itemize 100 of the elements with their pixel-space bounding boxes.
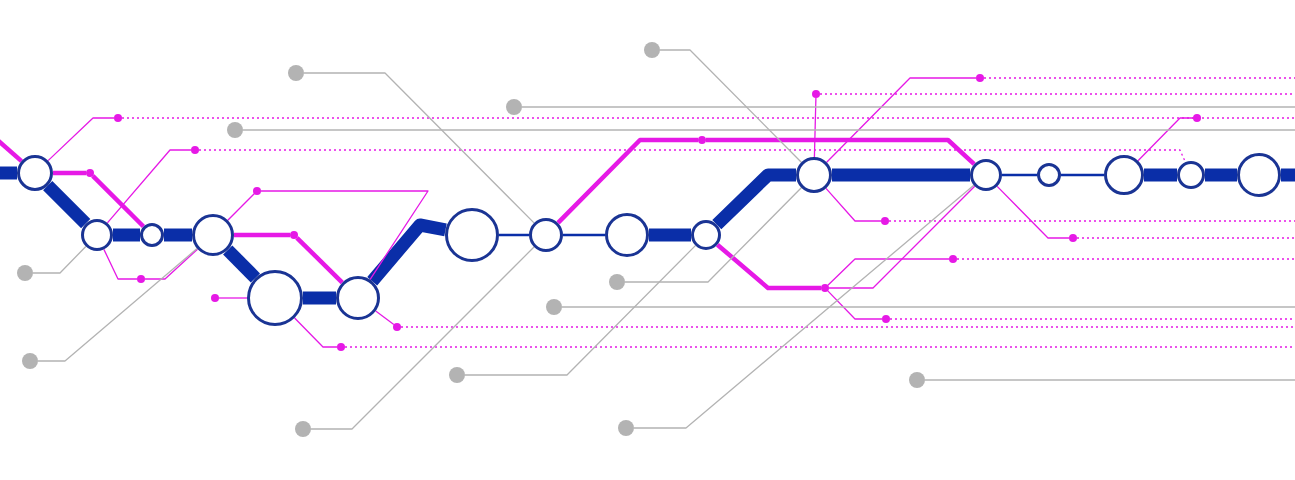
route-line bbox=[164, 228, 192, 242]
station-circle bbox=[81, 219, 113, 251]
junction-dot bbox=[253, 187, 261, 195]
route-line bbox=[47, 117, 115, 162]
station-circle bbox=[140, 223, 164, 247]
leader-line bbox=[32, 245, 87, 274]
route-line bbox=[295, 236, 344, 285]
route-line bbox=[1061, 173, 1104, 177]
route-line bbox=[706, 137, 976, 166]
station-circle bbox=[192, 214, 234, 256]
leader-line bbox=[242, 129, 1295, 131]
dotted-line bbox=[400, 326, 1295, 328]
leader-line bbox=[624, 187, 802, 283]
leader-line bbox=[561, 306, 1295, 308]
route-line bbox=[43, 181, 91, 229]
route-line bbox=[223, 245, 260, 283]
endpoint-dot bbox=[295, 421, 311, 437]
route-line bbox=[556, 137, 698, 225]
route-line bbox=[563, 233, 605, 237]
junction-dot bbox=[812, 90, 820, 98]
route-line bbox=[375, 310, 395, 326]
route-line bbox=[103, 248, 138, 280]
route-line bbox=[826, 77, 977, 163]
route-line bbox=[499, 233, 529, 237]
station-circle bbox=[1037, 163, 1061, 187]
endpoint-dot bbox=[17, 265, 33, 281]
route-line bbox=[712, 168, 796, 230]
leader-line bbox=[464, 244, 697, 376]
dotted-line bbox=[198, 149, 1187, 163]
station-circle bbox=[605, 213, 649, 257]
route-line bbox=[996, 185, 1070, 239]
leader-line bbox=[659, 49, 802, 163]
route-line bbox=[1144, 168, 1177, 182]
endpoint-dot bbox=[546, 299, 562, 315]
leader-line bbox=[310, 246, 535, 430]
dotted-line bbox=[344, 346, 1295, 348]
route-line bbox=[293, 317, 338, 348]
dotted-line bbox=[956, 258, 1295, 260]
route-line bbox=[1281, 168, 1295, 182]
route-line bbox=[828, 185, 976, 289]
dotted-line bbox=[819, 93, 1295, 95]
route-line bbox=[367, 218, 447, 286]
endpoint-dot bbox=[288, 65, 304, 81]
station-circle bbox=[529, 218, 563, 252]
endpoint-dot bbox=[618, 420, 634, 436]
station-circle bbox=[17, 155, 53, 191]
route-line bbox=[0, 166, 17, 180]
station-circle bbox=[1177, 161, 1205, 189]
station-circle bbox=[1104, 155, 1144, 195]
endpoint-dot bbox=[909, 372, 925, 388]
junction-dot bbox=[949, 255, 957, 263]
junction-dot bbox=[1069, 234, 1077, 242]
leader-line bbox=[924, 379, 1295, 381]
endpoint-dot bbox=[644, 42, 660, 58]
route-line bbox=[832, 168, 970, 182]
station-circle bbox=[796, 157, 832, 193]
dotted-line bbox=[888, 220, 1295, 222]
station-circle bbox=[247, 270, 303, 326]
endpoint-dot bbox=[449, 367, 465, 383]
junction-dot bbox=[393, 323, 401, 331]
junction-dot bbox=[114, 114, 122, 122]
route-line bbox=[827, 258, 950, 286]
dotted-line bbox=[983, 77, 1295, 79]
leader-line bbox=[633, 184, 975, 429]
leader-line bbox=[521, 106, 1295, 108]
dotted-line bbox=[1076, 237, 1295, 239]
junction-dot bbox=[881, 217, 889, 225]
junction-dot bbox=[976, 74, 984, 82]
route-line bbox=[260, 190, 429, 281]
junction-dot bbox=[86, 169, 94, 177]
junction-dot bbox=[290, 231, 298, 239]
endpoint-dot bbox=[227, 122, 243, 138]
route-line bbox=[649, 228, 691, 242]
leader-line bbox=[37, 247, 198, 362]
junction-dot bbox=[821, 284, 829, 292]
station-circle bbox=[336, 276, 380, 320]
route-line bbox=[113, 228, 140, 242]
route-line bbox=[91, 174, 146, 229]
route-line bbox=[825, 187, 882, 222]
endpoint-dot bbox=[609, 274, 625, 290]
route-line bbox=[827, 290, 883, 320]
route-line bbox=[715, 243, 821, 291]
junction-dot bbox=[137, 275, 145, 283]
junction-dot bbox=[337, 343, 345, 351]
route-line bbox=[53, 170, 86, 176]
route-line bbox=[1002, 173, 1037, 177]
dotted-line bbox=[121, 117, 1295, 119]
station-circle bbox=[445, 208, 499, 262]
dotted-line bbox=[889, 318, 1295, 320]
route-line bbox=[144, 248, 199, 280]
route-line bbox=[813, 97, 817, 158]
junction-dot bbox=[698, 136, 706, 144]
junction-dot bbox=[882, 315, 890, 323]
route-line bbox=[303, 291, 336, 305]
station-circle bbox=[1237, 153, 1281, 197]
endpoint-dot bbox=[506, 99, 522, 115]
route-line bbox=[227, 193, 255, 221]
endpoint-dot bbox=[22, 353, 38, 369]
route-line bbox=[234, 232, 290, 238]
leader-line bbox=[303, 72, 535, 224]
